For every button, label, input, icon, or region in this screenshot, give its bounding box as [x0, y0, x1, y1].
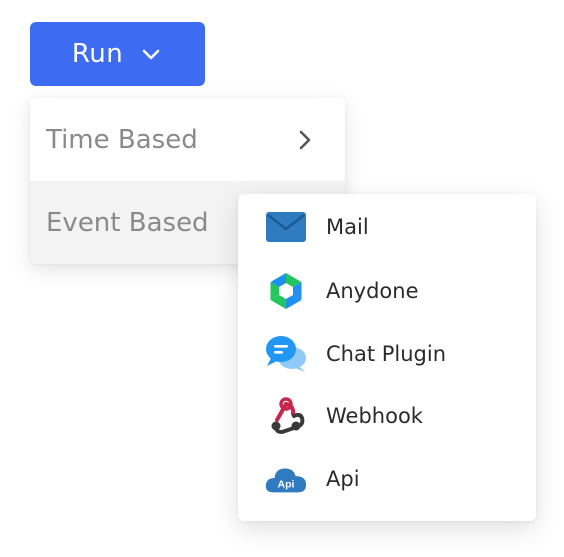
submenu-item-mail[interactable]: Mail [238, 196, 536, 258]
menu-item-time-based[interactable]: Time Based [30, 98, 345, 181]
webhook-icon [264, 396, 308, 436]
api-icon-text: Api [278, 479, 295, 491]
mail-icon [264, 207, 308, 247]
chevron-down-icon [139, 42, 163, 66]
run-button[interactable]: Run [30, 22, 205, 86]
submenu-item-anydone[interactable]: Anydone [238, 260, 536, 322]
submenu-item-webhook[interactable]: Webhook [238, 385, 536, 447]
menu-item-label: Event Based [46, 207, 209, 238]
submenu-item-label: Api [326, 467, 360, 491]
menu-item-label: Time Based [46, 124, 198, 155]
submenu-item-label: Webhook [326, 404, 423, 428]
submenu-item-chat-plugin[interactable]: Chat Plugin [238, 323, 536, 385]
event-based-submenu: Mail Anydone [238, 194, 536, 521]
submenu-item-label: Mail [326, 215, 369, 239]
submenu-item-label: Chat Plugin [326, 342, 447, 366]
submenu-item-api[interactable]: Api Api [238, 448, 536, 510]
chat-bubbles-icon [264, 334, 308, 374]
run-button-label: Run [71, 39, 124, 69]
api-cloud-icon: Api [264, 459, 308, 499]
submenu-item-label: Anydone [326, 279, 419, 303]
anydone-logo-icon [264, 271, 308, 311]
chevron-right-icon [293, 128, 317, 152]
